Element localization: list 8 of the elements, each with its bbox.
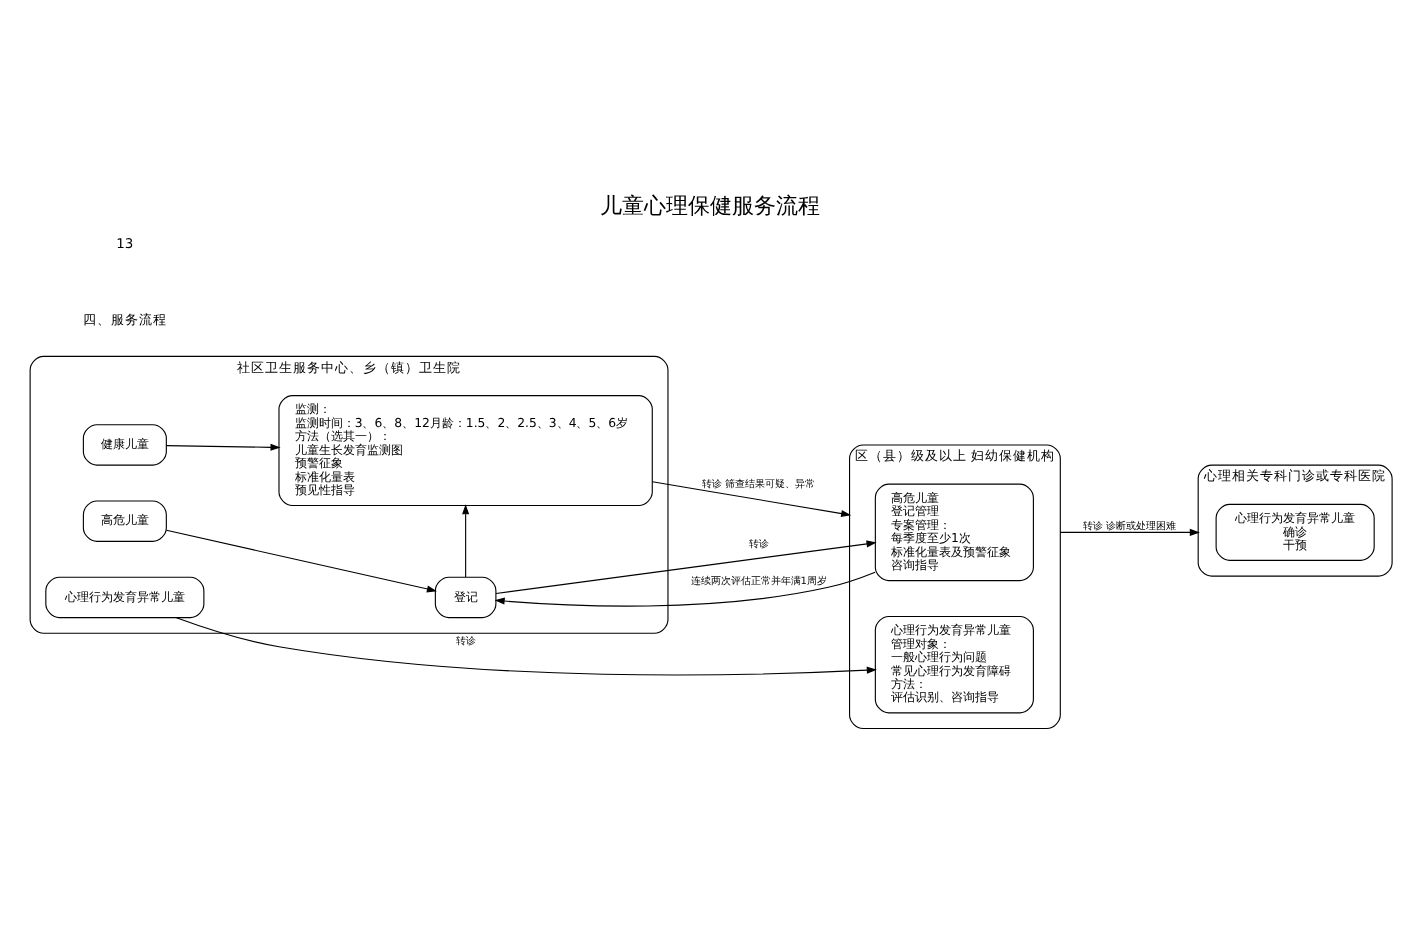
arrow (165, 442, 281, 450)
arrow (494, 570, 876, 606)
arrow (165, 528, 437, 592)
arrow (495, 539, 877, 594)
arrow (1059, 527, 1200, 535)
arrow (462, 503, 470, 577)
diagram-title: 儿童心理保健服务流程 (600, 191, 820, 218)
arrow (651, 480, 852, 517)
